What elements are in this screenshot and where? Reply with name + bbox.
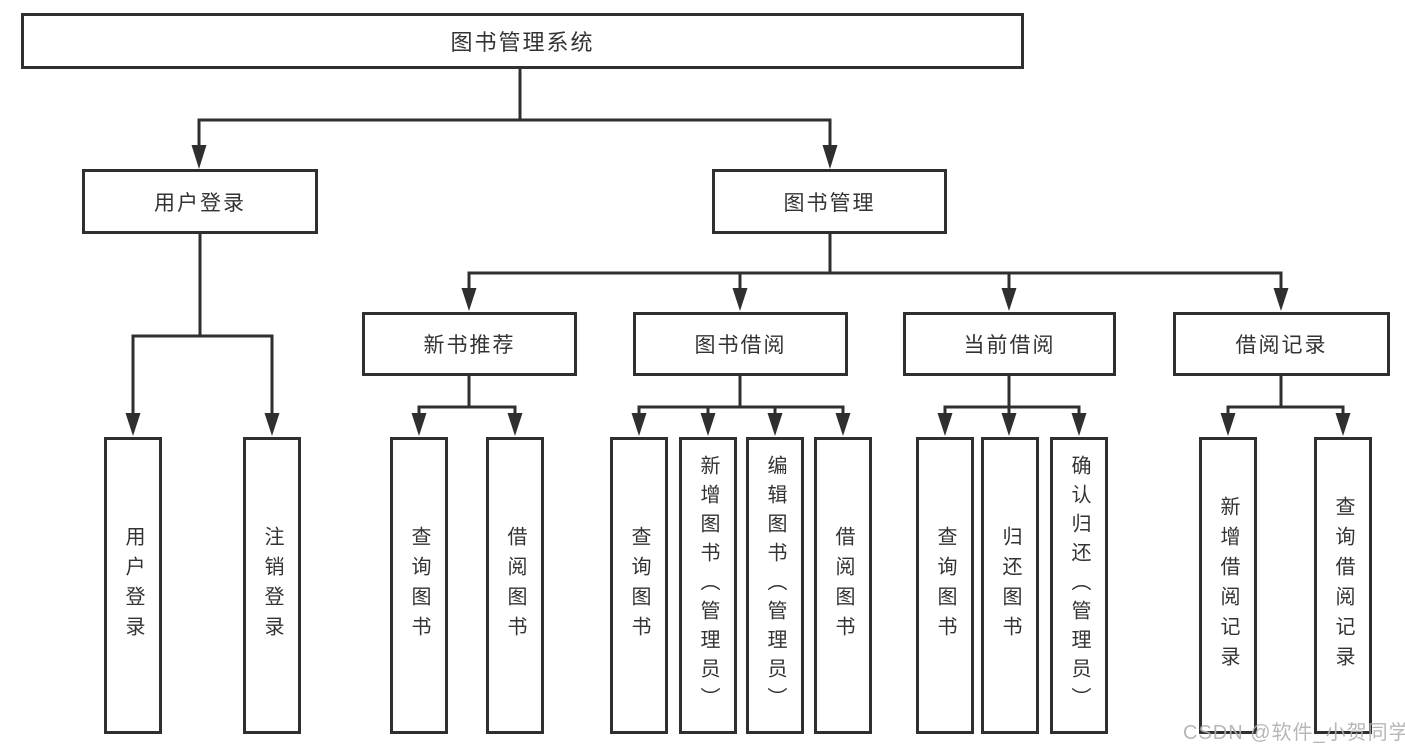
node-book-borrow: 图书借阅: [633, 312, 848, 376]
node-current-borrow: 当前借阅: [903, 312, 1116, 376]
leaf-query-borrow-record: 查询借阅记录: [1314, 437, 1372, 734]
node-borrow-records: 借阅记录: [1173, 312, 1390, 376]
leaf-query-books-recommend: 查询图书: [390, 437, 448, 734]
leaf-confirm-return-admin: 确认归还（管理员）: [1050, 437, 1108, 734]
leaf-return-books: 归还图书: [981, 437, 1039, 734]
leaf-add-books-admin: 新增图书（管理员）: [679, 437, 737, 734]
leaf-add-borrow-record: 新增借阅记录: [1199, 437, 1257, 734]
leaf-query-books-current: 查询图书: [916, 437, 974, 734]
leaf-logout: 注销登录: [243, 437, 301, 734]
arrowhead-icons: [125, 145, 1351, 436]
node-user-login: 用户登录: [82, 169, 318, 234]
leaf-query-books-borrow: 查询图书: [610, 437, 668, 734]
csdn-watermark: CSDN @软件_小贺同学: [1183, 722, 1405, 744]
node-new-book-recommend: 新书推荐: [362, 312, 577, 376]
leaf-user-login: 用户登录: [104, 437, 162, 734]
node-library-system: 图书管理系统: [21, 13, 1024, 69]
leaf-borrow-books: 借阅图书: [814, 437, 872, 734]
leaf-edit-books-admin: 编辑图书（管理员）: [746, 437, 804, 734]
node-book-management: 图书管理: [712, 169, 947, 234]
leaf-borrow-books-recommend: 借阅图书: [486, 437, 544, 734]
